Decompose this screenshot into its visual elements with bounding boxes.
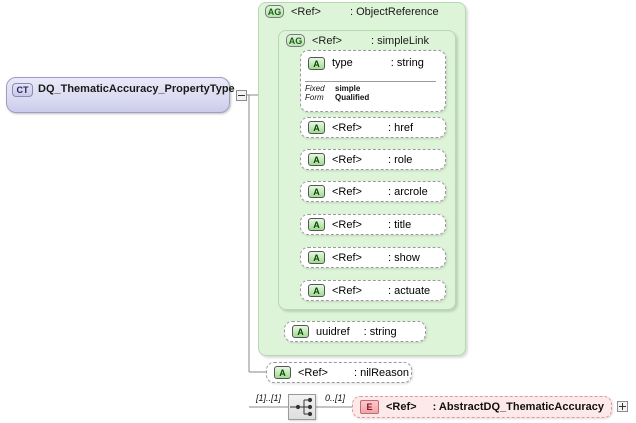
facet-value: simple (335, 84, 361, 93)
attribute-node-show[interactable]: A <Ref> : show (300, 247, 446, 268)
attribute-badge: A (308, 284, 325, 297)
attribute-type: : arcrole (387, 185, 428, 198)
attribute-type: : string (363, 325, 397, 338)
attribute-node-uuidref[interactable]: A uuidref : string (284, 321, 426, 342)
attribute-badge: A (308, 185, 325, 198)
attribute-badge: A (308, 218, 325, 231)
attribute-name: uuidref (316, 325, 350, 338)
attribute-type: : string (390, 57, 424, 69)
attribute-type: : role (387, 153, 413, 166)
attribute-name: <Ref> (332, 185, 362, 198)
attribute-name: <Ref> (332, 251, 362, 264)
complex-type-badge: CT (12, 83, 33, 97)
attribute-facets: Fixed simple Form Qualified (305, 84, 435, 102)
attribute-type: : href (387, 121, 414, 134)
attribute-badge: A (308, 251, 325, 264)
facet-value: Qualified (335, 93, 370, 102)
complex-type-collapse-toggle[interactable] (236, 90, 247, 101)
attribute-group-ref: <Ref> (291, 5, 321, 18)
attribute-group-badge: AG (286, 34, 305, 47)
attribute-group-name: : simpleLink (370, 34, 430, 47)
attribute-name: <Ref> (332, 121, 362, 134)
attribute-node-href[interactable]: A <Ref> : href (300, 117, 446, 138)
attribute-group-name: : ObjectReference (349, 5, 439, 18)
attribute-name: <Ref> (298, 366, 328, 379)
attribute-type: : nilReason (353, 366, 410, 379)
attribute-group-badge: AG (265, 5, 284, 18)
attribute-name: <Ref> (332, 218, 362, 231)
attribute-badge: A (274, 366, 291, 379)
facet-row: Fixed simple (305, 84, 435, 93)
element-expand-toggle[interactable] (617, 401, 628, 412)
complex-type-label: DQ_ThematicAccuracy_PropertyType (38, 83, 235, 95)
attribute-type: : actuate (387, 284, 431, 297)
attribute-badge: A (292, 325, 309, 338)
complex-type-node[interactable]: CT DQ_ThematicAccuracy_PropertyType (6, 77, 235, 113)
facet-key: Form (305, 93, 324, 102)
attribute-type: : title (387, 218, 412, 231)
element-ref: <Ref> (386, 401, 417, 413)
element-badge: E (360, 400, 379, 414)
cardinality-label-right: 0..[1] (325, 393, 346, 403)
cardinality-label-left: [1]..[1] (256, 393, 282, 403)
attribute-group-ref: <Ref> (312, 34, 342, 47)
attribute-node-actuate[interactable]: A <Ref> : actuate (300, 280, 446, 301)
attribute-node-title[interactable]: A <Ref> : title (300, 214, 446, 235)
attribute-name: <Ref> (332, 284, 362, 297)
attribute-name: <Ref> (332, 153, 362, 166)
attribute-group-simple-link-header: AG <Ref> : simpleLink (286, 34, 429, 47)
element-node-abstract-dq-thematic-accuracy[interactable]: E <Ref> : AbstractDQ_ThematicAccuracy (352, 396, 612, 418)
attribute-type: : show (387, 251, 420, 264)
sequence-compositor-icon[interactable] (288, 394, 316, 420)
element-type: : AbstractDQ_ThematicAccuracy (432, 401, 604, 413)
attribute-node-nilreason[interactable]: A <Ref> : nilReason (266, 362, 412, 383)
attribute-node-role[interactable]: A <Ref> : role (300, 149, 446, 170)
attribute-badge: A (308, 57, 325, 70)
facet-separator (305, 81, 436, 82)
attribute-badge: A (308, 153, 325, 166)
facet-key: Fixed (305, 84, 325, 93)
attribute-badge: A (308, 121, 325, 134)
sequence-compositor-glyph (290, 397, 313, 417)
attribute-node-arcrole[interactable]: A <Ref> : arcrole (300, 181, 446, 202)
attribute-group-object-reference-header: AG <Ref> : ObjectReference (265, 5, 439, 18)
facet-row: Form Qualified (305, 93, 435, 102)
attribute-name: type (332, 57, 353, 69)
